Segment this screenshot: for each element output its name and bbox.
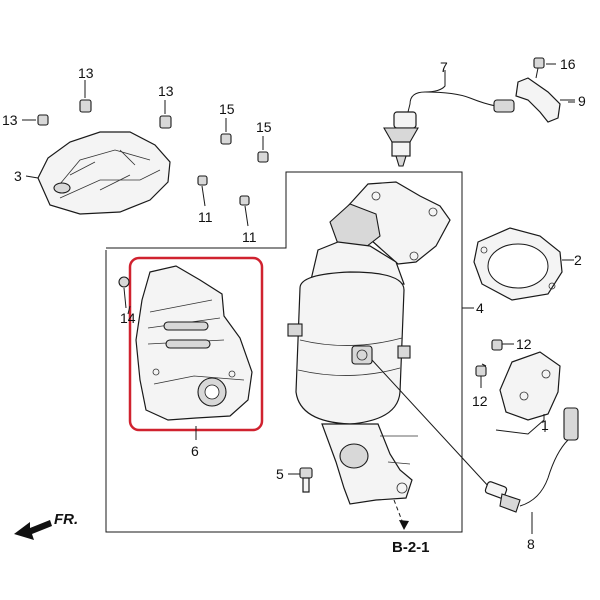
- callout-13-right: 13: [158, 83, 174, 99]
- bolt-5: [288, 467, 313, 493]
- callout-11-right: 11: [242, 229, 257, 245]
- bolt-13-right: [159, 100, 172, 129]
- front-direction-label: FR.: [54, 511, 78, 528]
- bolt-12-lower: [475, 365, 487, 388]
- bolt-13-center: [79, 80, 92, 113]
- callout-1: 1: [541, 417, 549, 433]
- callout-7: 7: [440, 59, 448, 75]
- bolt-16: [533, 57, 556, 79]
- heat-shield-lower: [135, 265, 253, 421]
- sensor-bracket: [515, 77, 575, 123]
- bolt-13-left: [22, 114, 49, 126]
- callout-12-lower: 12: [472, 393, 488, 409]
- callout-9: 9: [578, 93, 586, 109]
- callout-3: 3: [14, 168, 22, 184]
- catalytic-converter: [287, 181, 451, 530]
- heat-shield-upper: [37, 131, 171, 215]
- callout-8: 8: [527, 536, 535, 552]
- callout-11-left: 11: [198, 209, 213, 225]
- oxygen-sensor-upper: [383, 78, 515, 167]
- gasket: [473, 227, 574, 301]
- bolt-11-right: [239, 195, 250, 227]
- callout-13-center: 13: [78, 65, 94, 81]
- callout-6: 6: [191, 443, 199, 459]
- oxygen-sensor-lower: [371, 359, 579, 534]
- callout-4: 4: [476, 300, 484, 316]
- callout-14: 14: [120, 310, 136, 326]
- bolt-11-left: [197, 175, 208, 207]
- callout-16: 16: [560, 56, 576, 72]
- callout-2: 2: [574, 252, 582, 268]
- callout-15-right: 15: [256, 119, 272, 135]
- leader-lines: [25, 70, 575, 440]
- callout-12-upper: 12: [516, 336, 532, 352]
- bolt-15-right: [257, 136, 269, 163]
- callout-13-left: 13: [2, 112, 18, 128]
- clip-14: [118, 276, 130, 309]
- bolt-12-upper: [491, 339, 514, 351]
- catalytic-converter-assembly-boundary: [105, 171, 474, 533]
- converter-bracket: [495, 351, 561, 435]
- callout-15-left: 15: [219, 101, 235, 117]
- bolt-15-left: [220, 118, 232, 145]
- front-direction-arrow: [14, 520, 52, 540]
- section-reference: B-2-1: [392, 539, 430, 556]
- callout-5: 5: [276, 466, 284, 482]
